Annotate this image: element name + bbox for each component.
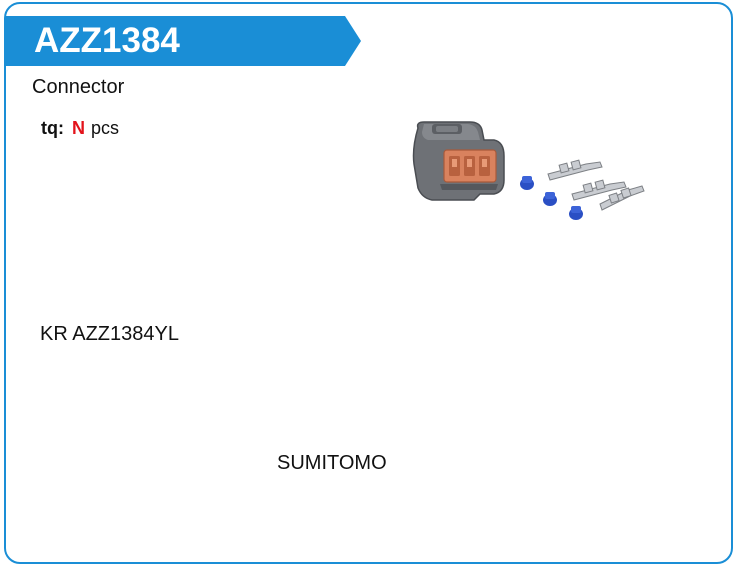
seal-icon (520, 176, 583, 220)
connector-housing-icon (412, 121, 505, 201)
product-type: Connector (32, 76, 125, 98)
title-banner: AZZ1384 (5, 16, 361, 66)
terminal-icon (547, 159, 645, 211)
quantity-label: tq: (41, 118, 64, 138)
product-code-title: AZZ1384 (34, 21, 180, 60)
banner-shape-icon (5, 16, 361, 66)
connector-kit-icon (410, 118, 650, 222)
quantity-unit: pcs (90, 118, 119, 138)
product-card (4, 2, 733, 564)
part-number: KR AZZ1384YL (40, 323, 179, 345)
quantity-value: N (71, 118, 85, 138)
brand-name: SUMITOMO (277, 452, 387, 474)
